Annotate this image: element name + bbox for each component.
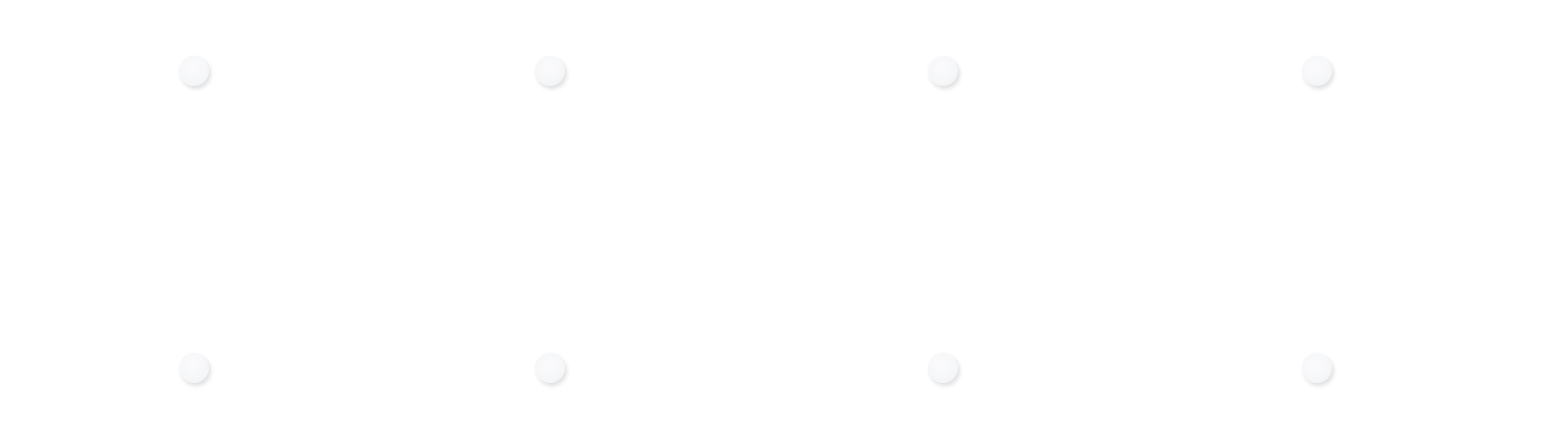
- dot-button-row2-col3[interactable]: [928, 353, 958, 383]
- dot-button-row1-col4[interactable]: [1302, 56, 1332, 86]
- dot-button-row1-col3[interactable]: [928, 56, 958, 86]
- dot-button-row1-col2[interactable]: [535, 56, 565, 86]
- dot-button-row2-col1[interactable]: [179, 353, 209, 383]
- dot-button-row2-col2[interactable]: [535, 353, 565, 383]
- dot-button-row2-col4[interactable]: [1302, 353, 1332, 383]
- dot-button-row1-col1[interactable]: [179, 56, 209, 86]
